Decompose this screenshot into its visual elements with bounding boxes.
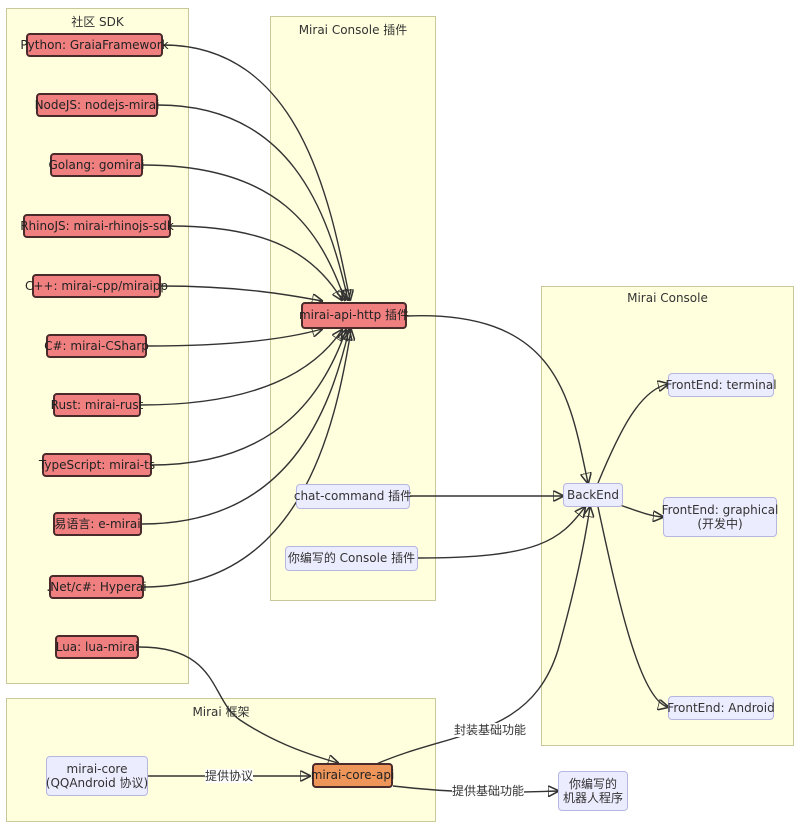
edge-core-api-to-backend	[371, 507, 590, 767]
sdk-node-cpp: C++: mirai-cpp/miraipp	[25, 274, 168, 298]
sdk-node-lua: Lua: lua-mirai	[55, 635, 139, 659]
console-node-graphical: FrontEnd: graphical (开发中)	[661, 497, 779, 537]
edge-backend-to-graphical	[619, 504, 663, 517]
cluster-title: Mirai Console 插件	[298, 23, 408, 37]
cluster-mirai-framework: Mirai 框架	[6, 698, 436, 822]
edge-python-to-api-http	[162, 44, 350, 300]
node-label-line: 你编写的	[568, 776, 617, 791]
edge-eyuyan-to-api-http	[141, 330, 349, 525]
node-label-line: mirai-core	[66, 761, 128, 776]
framework-node-core-api: mirai-core-api	[311, 763, 394, 788]
edge-label-wrap-basic: 封装基础功能	[454, 723, 527, 738]
sdk-node-rust: Rust: mirai-rust	[51, 393, 143, 417]
framework-node-mirai-core: mirai-core (QQAndroid 协议)	[46, 756, 148, 796]
edge-backend-to-terminal	[597, 384, 668, 484]
sdk-node-python: Python: GraiaFramework	[20, 33, 169, 57]
console-node-backend: BackEnd	[563, 483, 623, 507]
edge-backend-to-android	[597, 506, 668, 707]
node-label-line: FrontEnd: graphical	[661, 502, 779, 517]
edge-rhinojs-to-api-http	[170, 225, 342, 300]
edge-typescript-to-api-http	[151, 330, 346, 466]
edge-cpp-to-api-http	[160, 285, 322, 301]
node-label-line: 机器人程序	[562, 791, 623, 805]
node-label-line: (开发中)	[697, 517, 743, 531]
sdk-node-hyperai: .Net/c#: Hyperai	[46, 575, 147, 599]
console-node-android: FrontEnd: Android	[667, 696, 775, 720]
edge-api-http-to-backend	[406, 315, 588, 483]
edge-label-provide-protocol: 提供协议	[205, 769, 254, 784]
edge-csharp-to-api-http	[146, 329, 322, 347]
plugin-node-api-http: mirai-api-http 插件	[299, 302, 409, 329]
edge-golang-to-api-http	[142, 164, 345, 300]
sdk-node-golang: Golang: gomirai	[49, 153, 145, 177]
cluster-title: 社区 SDK	[71, 15, 124, 29]
cluster-title: Mirai Console	[627, 291, 708, 305]
sdk-node-typescript: TypeScript: mirai-ts	[39, 453, 155, 477]
sdk-node-nodejs: NodeJS: nodejs-mirai	[35, 93, 159, 117]
console-node-terminal: FrontEnd: terminal	[665, 373, 777, 397]
edge-rust-to-api-http	[140, 330, 342, 406]
sdk-node-rhinojs: RhinoJS: mirai-rhinojs-sdk	[20, 214, 174, 238]
sdk-node-eyuyan: 易语言: e-mirai	[53, 512, 142, 536]
edge-your-plugin-to-backend	[417, 507, 585, 559]
sdk-node-csharp: C#: mirai-CSharp	[44, 334, 149, 358]
edge-lua-to-core-api	[138, 646, 338, 763]
plugin-node-your-plugin: 你编写的 Console 插件	[285, 546, 418, 571]
edge-label-provide-basic: 提供基础功能	[452, 784, 525, 799]
edge-nodejs-to-api-http	[157, 104, 348, 300]
node-label-line: (QQAndroid 协议)	[45, 776, 149, 790]
plugin-node-chat-command: chat-command 插件	[294, 484, 412, 509]
bot-program-node: 你编写的 机器人程序	[558, 771, 628, 811]
